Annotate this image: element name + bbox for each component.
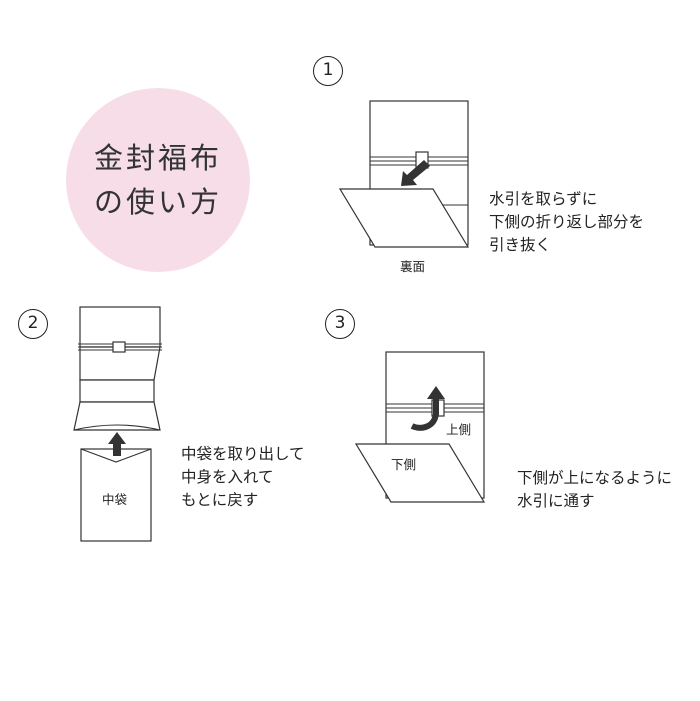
step-2-instruction-line: もとに戻す bbox=[181, 491, 259, 509]
step-3-upper-label: 上側 bbox=[446, 422, 472, 437]
step-1-drawing bbox=[338, 100, 470, 248]
step-3-thread-arrow-head bbox=[427, 386, 445, 399]
step-3-instructions: 下側が上になるように 水引に通す bbox=[517, 467, 672, 513]
step-3-thread-arrow-shaft bbox=[410, 397, 439, 431]
step-2-insert-arrow bbox=[108, 432, 126, 456]
step-2-drawing bbox=[73, 306, 162, 542]
title-circle: 金封福布 の使い方 bbox=[66, 88, 250, 272]
step-3-number: 3 bbox=[325, 309, 355, 339]
step-2-top-flap bbox=[79, 306, 161, 348]
step-3-instruction-line: 水引に通す bbox=[517, 492, 595, 510]
step-1-number: 1 bbox=[313, 56, 343, 86]
step-2-gap-panel bbox=[79, 379, 155, 403]
step-1-lower-flap bbox=[338, 188, 470, 248]
step-2-pocket-opening bbox=[73, 424, 161, 431]
step-3-instruction-line: 下側が上になるように bbox=[517, 469, 673, 487]
step-3-drawing bbox=[354, 351, 486, 503]
step-2-inner-label: 中袋 bbox=[102, 492, 128, 507]
step-1-instruction-line: 引き抜く bbox=[489, 236, 552, 254]
title-line-2: の使い方 bbox=[93, 185, 222, 219]
step-1-instruction-line: 下側の折り返し部分を bbox=[489, 213, 645, 231]
step-2-inner-envelope bbox=[80, 448, 152, 542]
step-1-instruction-line: 水引を取らずに bbox=[489, 190, 598, 208]
step-2-instructions: 中袋を取り出して 中身を入れて もとに戻す bbox=[181, 443, 305, 512]
step-1-back-label: 裏面 bbox=[400, 259, 426, 274]
step-2-inner-envelope-flap bbox=[80, 448, 152, 463]
title-line-1: 金封福布 bbox=[93, 141, 222, 175]
step-2-mizuhiki-knot bbox=[112, 341, 126, 353]
step-3-lower-label: 下側 bbox=[391, 457, 417, 472]
step-2-instruction-line: 中袋を取り出して bbox=[181, 445, 305, 463]
step-2-instruction-line: 中身を入れて bbox=[181, 468, 274, 486]
step-3-lower-flap bbox=[354, 443, 486, 503]
step-2-number: 2 bbox=[18, 309, 48, 339]
step-1-pull-arrow bbox=[401, 160, 430, 186]
step-1-instructions: 水引を取らずに 下側の折り返し部分を 引き抜く bbox=[489, 188, 644, 257]
step-2-lower-panel bbox=[73, 401, 161, 431]
